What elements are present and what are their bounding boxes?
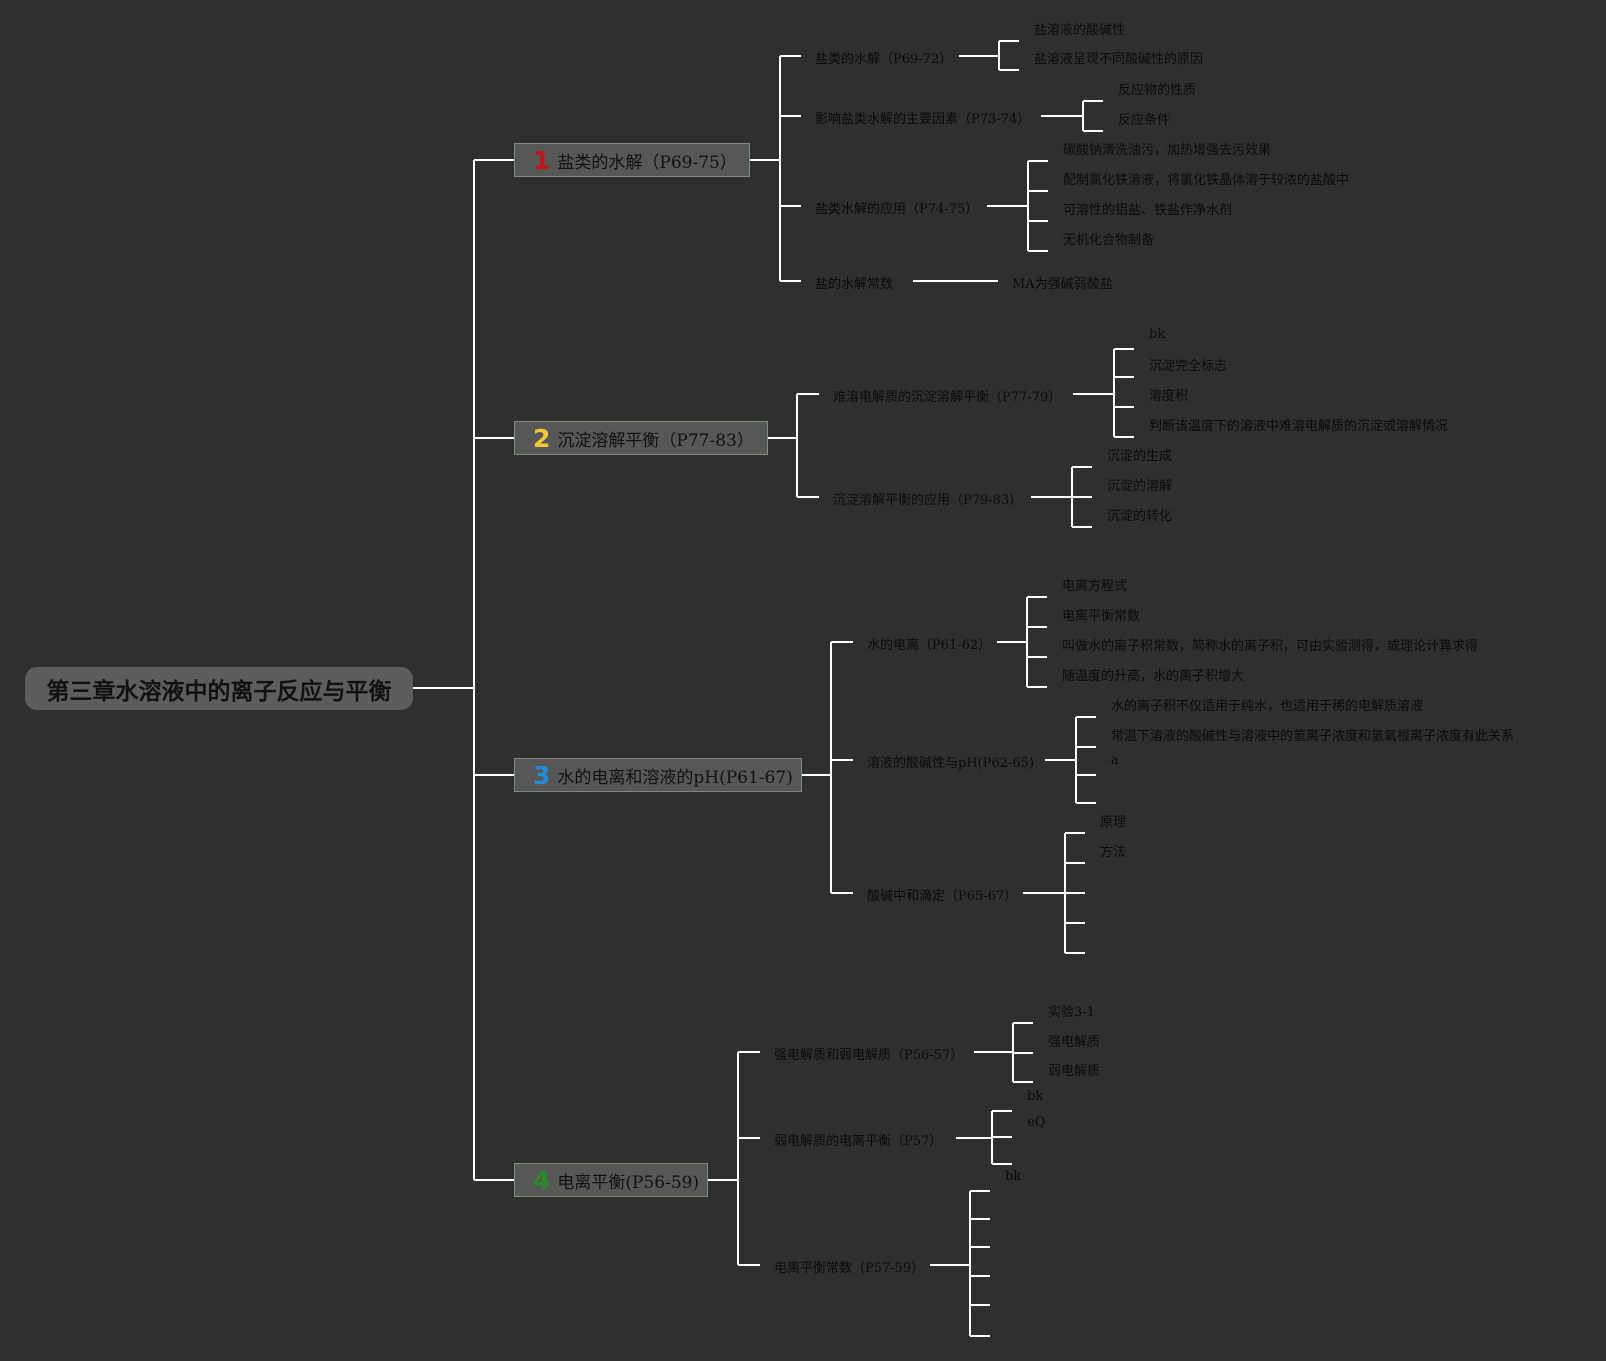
leaf-topic[interactable]: bk bbox=[1027, 1089, 1044, 1104]
leaf-topic[interactable]: MA为强碱弱酸盐 bbox=[1012, 277, 1113, 292]
branch-number-icon: 1 bbox=[533, 145, 551, 175]
leaf-topic[interactable]: 判断该温度下的溶液中难溶电解质的沉淀或溶解情况 bbox=[1149, 419, 1449, 434]
leaf-topic[interactable]: 原理 bbox=[1100, 815, 1127, 830]
leaf-topic[interactable]: 无机化合物制备 bbox=[1063, 233, 1155, 248]
leaf-topic[interactable]: 电离平衡常数 bbox=[1062, 609, 1141, 624]
leaf-topic[interactable]: 水的离子积不仅适用于纯水，也适用于稀的电解质溶液 bbox=[1111, 699, 1424, 714]
subtopic[interactable]: 盐类水解的应用（P74-75） bbox=[815, 202, 979, 217]
branch-topic-3[interactable]: 3 水的电离和溶液的pH(P61-67) bbox=[514, 758, 802, 792]
branch-number-icon: 3 bbox=[533, 760, 551, 790]
leaf-topic[interactable]: 电离方程式 bbox=[1062, 579, 1128, 594]
leaf-topic[interactable]: 配制氯化铁溶液，将氯化铁晶体溶于较浓的盐酸中 bbox=[1063, 173, 1350, 188]
subtopic[interactable]: 溶液的酸碱性与pH(P62-65) bbox=[867, 756, 1035, 771]
branch-number-icon: 4 bbox=[533, 1165, 551, 1195]
leaf-topic[interactable]: 盐溶液呈现不同酸碱性的原因 bbox=[1034, 52, 1204, 67]
subtopic[interactable]: 盐的水解常数 bbox=[815, 277, 894, 292]
subtopic[interactable]: 盐类的水解（P69-72） bbox=[815, 52, 953, 67]
leaf-topic[interactable]: bk bbox=[1149, 327, 1166, 342]
subtopic[interactable]: 难溶电解质的沉淀溶解平衡（P77-79） bbox=[833, 390, 1062, 405]
leaf-topic[interactable]: 强电解质 bbox=[1048, 1035, 1101, 1050]
leaf-topic[interactable]: 弱电解质 bbox=[1048, 1064, 1101, 1079]
subtopic[interactable]: 电离平衡常数（P57-59） bbox=[774, 1261, 925, 1276]
leaf-topic[interactable]: 随温度的升高，水的离子积增大 bbox=[1062, 669, 1245, 684]
leaf-topic[interactable]: 沉淀的转化 bbox=[1107, 509, 1173, 524]
subtopic[interactable]: 水的电离（P61-62） bbox=[867, 638, 992, 653]
branch-label: 盐类的水解（P69-75） bbox=[557, 152, 737, 173]
leaf-topic[interactable]: 沉淀的溶解 bbox=[1107, 479, 1173, 494]
leaf-topic[interactable]: 反应条件 bbox=[1118, 113, 1171, 128]
leaf-topic[interactable]: 实验3-1 bbox=[1048, 1005, 1095, 1020]
leaf-topic[interactable]: 碳酸钠清洗油污，加热增强去污效果 bbox=[1063, 143, 1272, 158]
leaf-topic[interactable]: 沉淀完全标志 bbox=[1149, 359, 1228, 374]
leaf-topic[interactable]: a bbox=[1111, 753, 1119, 768]
subtopic[interactable]: 弱电解质的电离平衡（P57） bbox=[774, 1134, 943, 1149]
root-topic[interactable]: 第三章水溶液中的离子反应与平衡 bbox=[25, 667, 413, 710]
leaf-topic[interactable]: 反应物的性质 bbox=[1118, 83, 1197, 98]
subtopic[interactable]: 影响盐类水解的主要因素（P73-74） bbox=[815, 112, 1031, 127]
leaf-topic[interactable]: 可溶性的铝盐、铁盐作净水剂 bbox=[1063, 203, 1233, 218]
leaf-topic[interactable]: 方法 bbox=[1100, 845, 1127, 860]
branch-label: 水的电离和溶液的pH(P61-67) bbox=[557, 767, 793, 788]
branch-label: 电离平衡(P56-59) bbox=[557, 1172, 700, 1193]
branch-label: 沉淀溶解平衡（P77-83） bbox=[557, 430, 754, 451]
subtopic[interactable]: 酸碱中和滴定（P65-67） bbox=[867, 889, 1018, 904]
leaf-topic[interactable]: 盐溶液的酸碱性 bbox=[1034, 23, 1126, 38]
leaf-topic[interactable]: 常温下溶液的酸碱性与溶液中的氢离子浓度和氢氧根离子浓度有此关系 bbox=[1111, 729, 1515, 744]
leaf-topic[interactable]: 沉淀的生成 bbox=[1107, 449, 1173, 464]
branch-topic-1[interactable]: 1 盐类的水解（P69-75） bbox=[514, 143, 750, 177]
branch-number-icon: 2 bbox=[533, 423, 551, 453]
leaf-topic[interactable]: eQ bbox=[1027, 1115, 1046, 1130]
subtopic[interactable]: 强电解质和弱电解质（P56-57） bbox=[774, 1048, 964, 1063]
leaf-topic[interactable]: 叫做水的离子积常数，简称水的离子积，可由实验测得，或理论计算求得 bbox=[1062, 639, 1479, 654]
branch-topic-2[interactable]: 2 沉淀溶解平衡（P77-83） bbox=[514, 421, 768, 455]
subtopic[interactable]: 沉淀溶解平衡的应用（P79-83） bbox=[833, 493, 1023, 508]
leaf-topic[interactable]: 溶度积 bbox=[1149, 389, 1189, 404]
leaf-topic[interactable]: bk bbox=[1005, 1169, 1022, 1184]
branch-topic-4[interactable]: 4 电离平衡(P56-59) bbox=[514, 1163, 708, 1197]
